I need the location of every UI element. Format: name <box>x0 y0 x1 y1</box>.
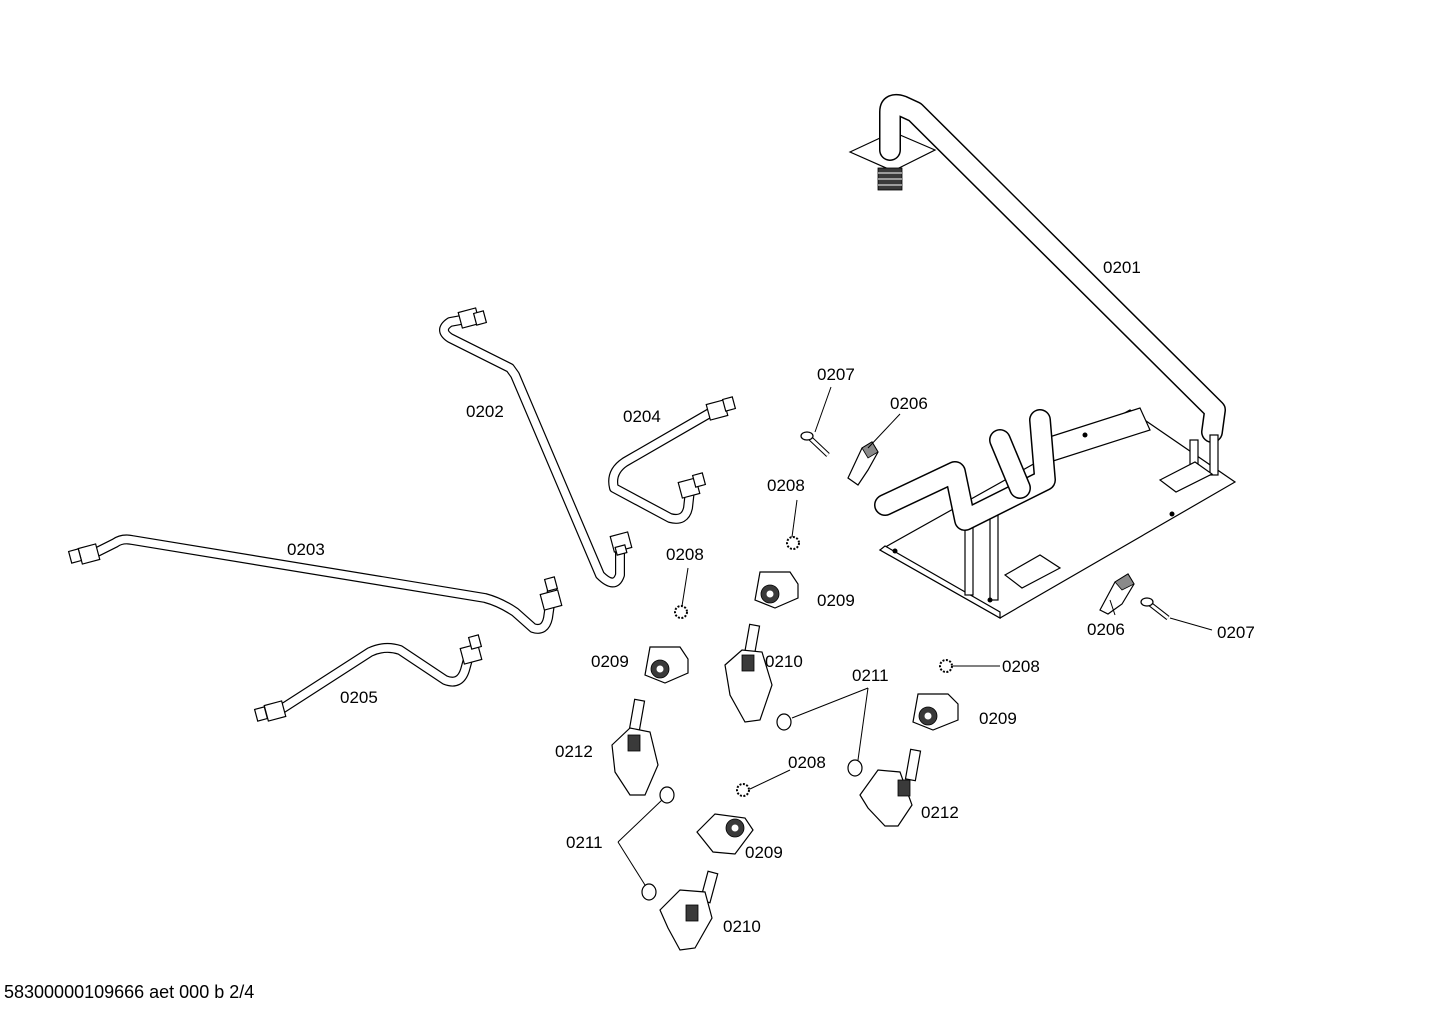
part-0202-gas-pipe <box>439 307 633 588</box>
part-0207-screw-upper <box>800 431 830 457</box>
label-0211: 0211 <box>852 666 889 685</box>
part-0212-valve-right <box>859 748 922 827</box>
label-0205: 0205 <box>340 688 378 707</box>
label-0206: 0206 <box>890 394 928 413</box>
label-0212: 0212 <box>555 742 593 761</box>
label-0209: 0209 <box>979 709 1017 728</box>
label-0209: 0209 <box>745 843 783 862</box>
document-id-footer: 58300000109666 aet 000 b 2/4 <box>4 982 254 1002</box>
label-0208: 0208 <box>666 545 704 564</box>
part-0205-gas-pipe <box>253 634 483 722</box>
label-0207: 0207 <box>1217 623 1255 642</box>
label-0208: 0208 <box>788 753 826 772</box>
part-0207-screw-lower <box>1140 597 1170 620</box>
part-0206-clip-lower <box>1099 573 1135 615</box>
label-0208: 0208 <box>1002 657 1040 676</box>
part-0208-washer <box>674 536 953 797</box>
part-0209-bracket <box>644 571 959 855</box>
part-0212-valve-left <box>611 698 659 796</box>
part-0204-gas-pipe <box>608 396 737 524</box>
label-0210: 0210 <box>765 652 803 671</box>
label-0208: 0208 <box>767 476 805 495</box>
part-0211-nut <box>641 713 863 901</box>
label-0203: 0203 <box>287 540 325 559</box>
label-0209: 0209 <box>817 591 855 610</box>
label-0209: 0209 <box>591 652 629 671</box>
label-0202: 0202 <box>466 402 504 421</box>
label-0211: 0211 <box>566 833 603 852</box>
part-0210-valve-lower <box>659 870 719 951</box>
label-0201: 0201 <box>1103 258 1141 277</box>
label-0204: 0204 <box>623 407 661 426</box>
part-0206-clip-upper <box>847 441 879 486</box>
part-0210-valve-upper <box>724 623 773 723</box>
label-0206: 0206 <box>1087 620 1125 639</box>
label-0207: 0207 <box>817 365 855 384</box>
label-0212: 0212 <box>921 803 959 822</box>
callout-labels: 0201 0202 0203 0204 0205 0206 0206 0207 … <box>287 258 1255 936</box>
part-0201-gas-manifold <box>848 93 1237 620</box>
leader-lines <box>617 386 1213 886</box>
part-0203-gas-pipe <box>67 534 563 634</box>
label-0210: 0210 <box>723 917 761 936</box>
